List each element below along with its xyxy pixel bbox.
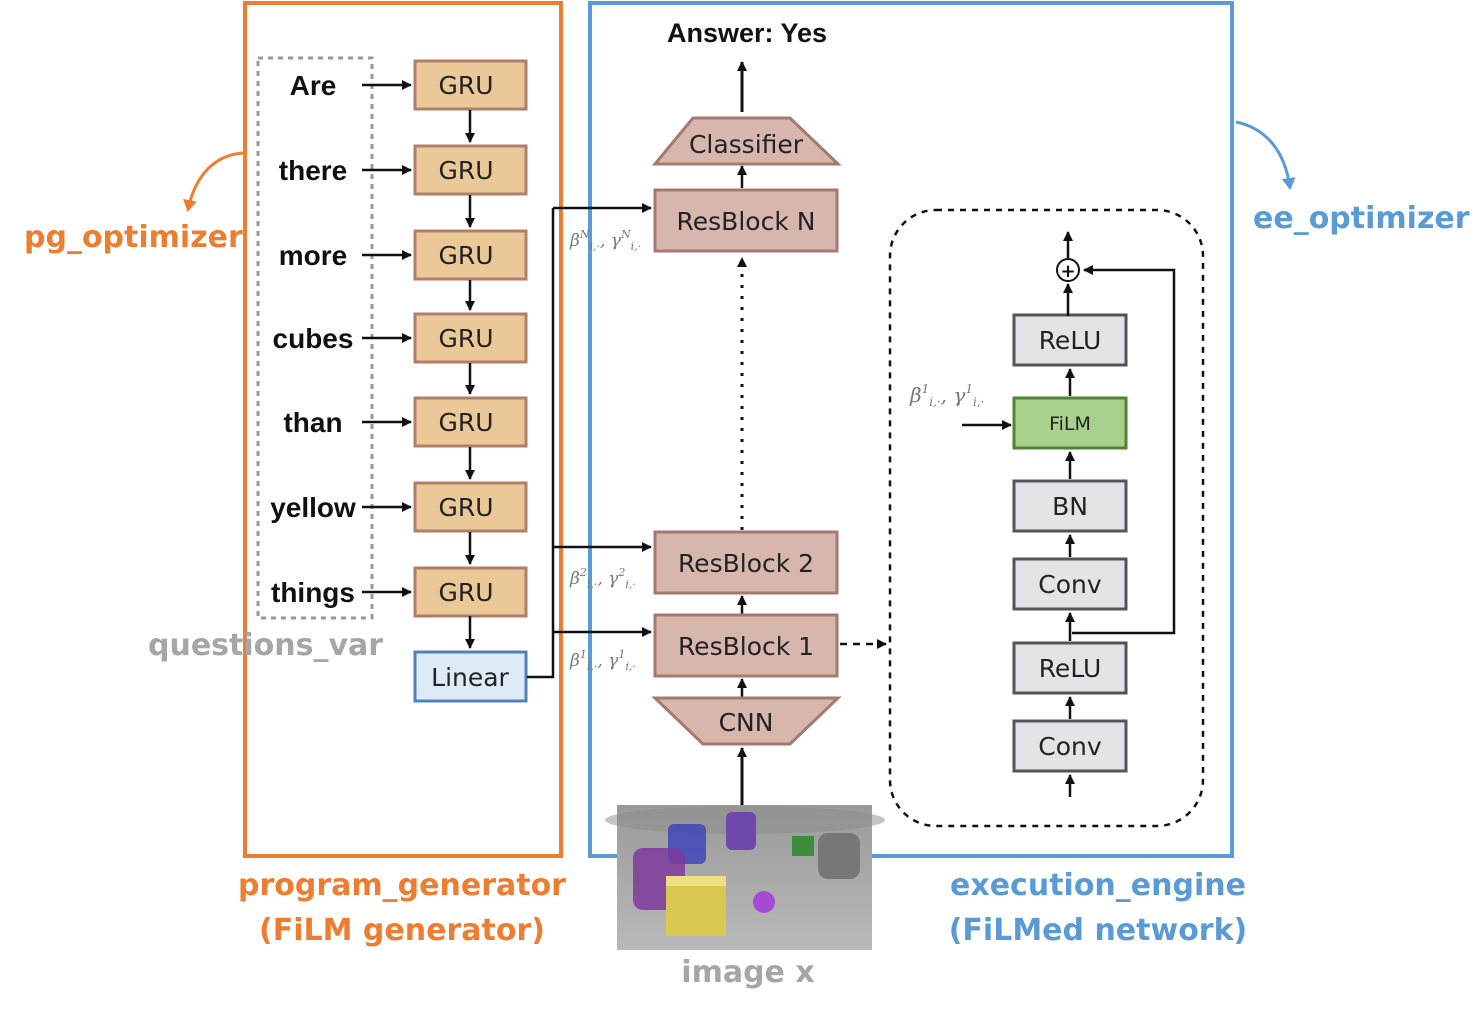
gru-label: GRU	[438, 241, 493, 270]
question-word: than	[283, 407, 342, 438]
detail-layer-label: Conv	[1038, 732, 1102, 761]
gru-box	[413, 229, 528, 281]
film-params-1: β1i,·, γ1i,·	[569, 648, 636, 673]
gru-label: GRU	[438, 156, 493, 185]
classifier-block	[651, 116, 842, 166]
detail-layer-label: ReLU	[1039, 326, 1102, 355]
detail-layer-box	[1012, 479, 1128, 533]
resblock-detail-frame	[888, 208, 1205, 828]
program-generator-frame	[243, 1, 563, 858]
question-word: more	[279, 240, 347, 271]
question-word: yellow	[270, 492, 356, 523]
detail-layer-label: ReLU	[1039, 654, 1102, 683]
gru-box	[413, 59, 528, 111]
answer-label: Answer: Yes	[667, 18, 827, 48]
detail-layer-box	[1012, 313, 1128, 367]
gru-label: GRU	[438, 578, 493, 607]
residual-connection	[1072, 265, 1176, 635]
gru-label: GRU	[438, 408, 493, 437]
resblock-1-label: ResBlock 1	[678, 632, 814, 661]
gru-box	[413, 396, 528, 448]
film-params-2: β2i,·, γ2i,·	[569, 566, 636, 591]
gru-box	[413, 312, 528, 364]
detail-layer-box	[1012, 557, 1128, 611]
cnn-label: CNN	[719, 708, 774, 737]
question-word: Are	[290, 70, 337, 101]
gru-label: GRU	[438, 493, 493, 522]
execution-engine-frame	[588, 1, 1234, 858]
classifier-label: Classifier	[689, 130, 804, 159]
question-word: cubes	[273, 323, 354, 354]
film-generator-label: (FiLM generator)	[259, 913, 545, 948]
resblock-1	[653, 613, 839, 678]
cnn-block	[651, 696, 842, 746]
film-layer-box	[1012, 396, 1128, 450]
resblock-n	[653, 188, 839, 253]
filmed-network-label: (FiLMed network)	[949, 913, 1248, 948]
residual-add-icon: +	[1060, 261, 1075, 282]
question-word: there	[279, 155, 347, 186]
film-param-bus	[527, 208, 555, 679]
gru-box	[413, 144, 528, 196]
input-image	[605, 805, 885, 950]
resblock-n-label: ResBlock N	[677, 207, 816, 236]
execution-engine-label: execution_engine	[950, 868, 1246, 903]
resblock-2	[653, 530, 839, 595]
detail-layer-label: Conv	[1038, 570, 1102, 599]
detail-layer-box	[1012, 719, 1128, 773]
film-params-n: βNi,·, γNi,·	[569, 228, 641, 253]
detail-layer-label: FiLM	[1049, 413, 1091, 435]
question-word: things	[271, 577, 355, 608]
residual-add	[1056, 258, 1080, 282]
linear-label: Linear	[431, 663, 509, 692]
detail-layer-label: BN	[1052, 492, 1088, 521]
gru-label: GRU	[438, 71, 493, 100]
gru-box	[413, 481, 528, 533]
ee-optimizer-arrow	[1235, 120, 1296, 190]
resblock-2-label: ResBlock 2	[678, 549, 814, 578]
program-generator-label: program_generator	[238, 868, 566, 903]
film-params-detail: β1i,·, γ1i,·	[909, 382, 984, 409]
ee-optimizer-label: ee_optimizer	[1253, 201, 1470, 236]
pg-optimizer-label: pg_optimizer	[24, 220, 243, 255]
detail-layer-box	[1012, 641, 1128, 695]
questions-var-label: questions_var	[148, 628, 383, 663]
image-x-label: image x	[681, 955, 814, 990]
pg-optimizer-arrow	[183, 151, 244, 212]
linear-box	[413, 650, 528, 703]
gru-label: GRU	[438, 324, 493, 353]
